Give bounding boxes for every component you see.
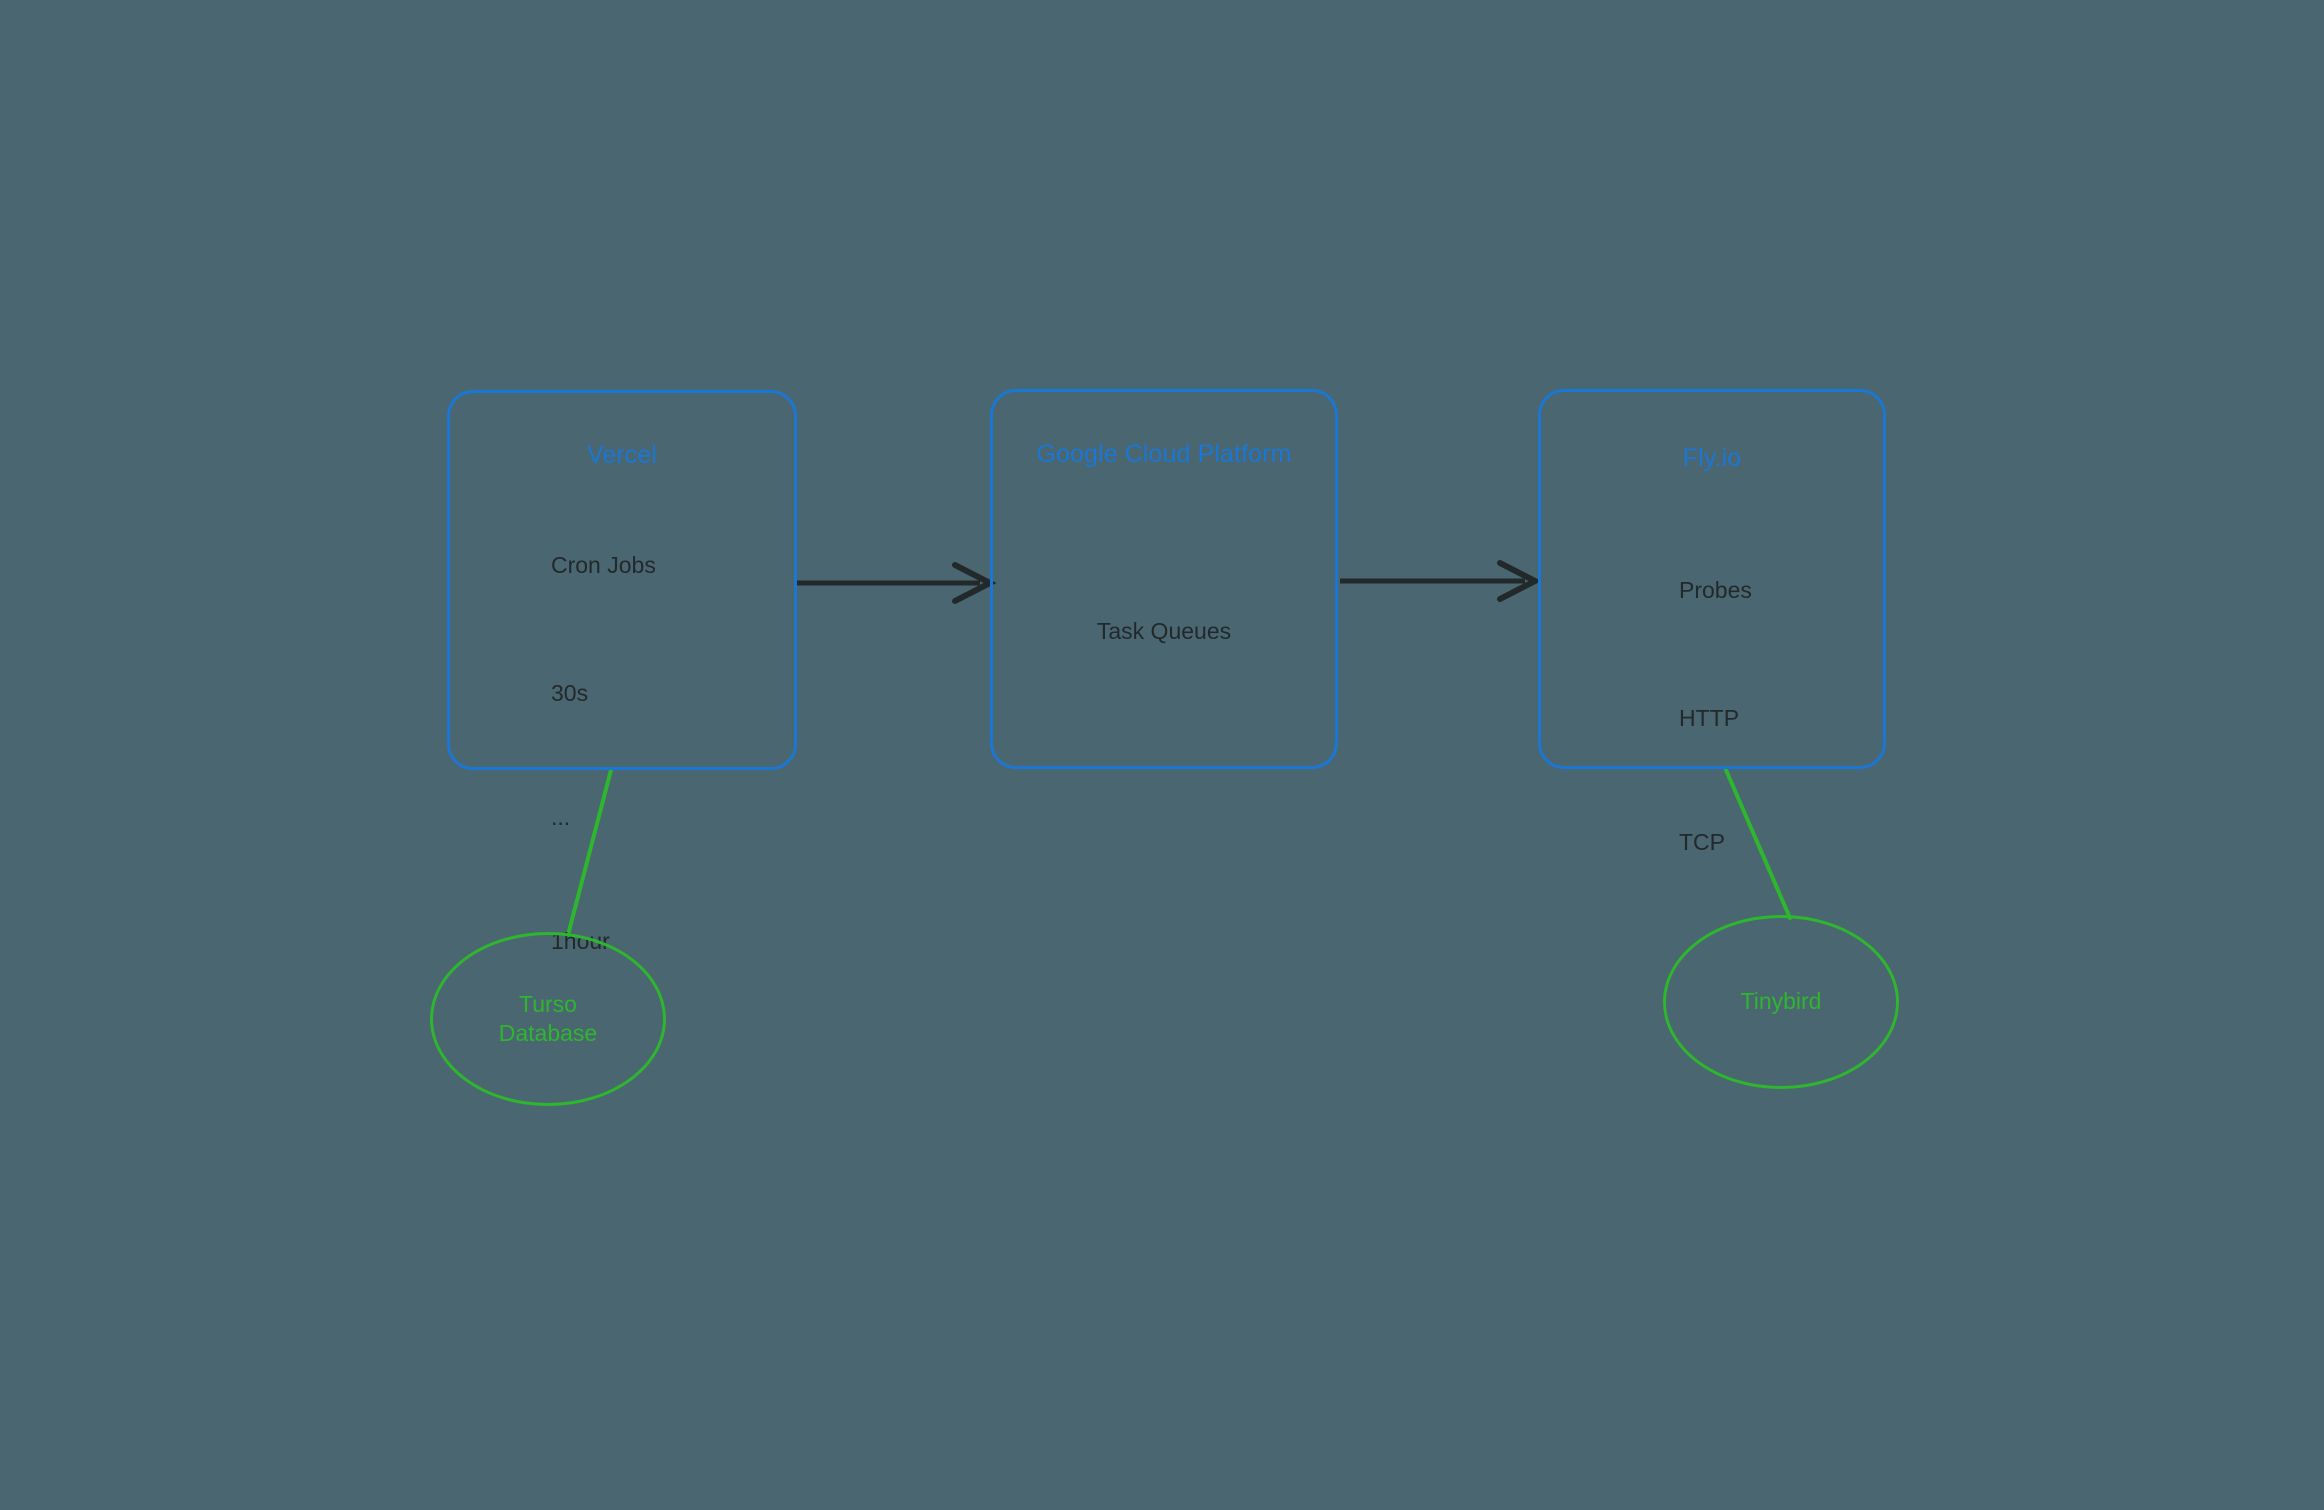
gcp-line-task-queues: Task Queues bbox=[1096, 618, 1232, 644]
service-node-flyio-title: Fly.io bbox=[1682, 444, 1742, 472]
vercel-line-30s: 30s bbox=[551, 680, 589, 706]
service-node-gcp-title: Google Cloud Platform bbox=[1036, 440, 1292, 468]
datastore-node-turso-label: Turso Database bbox=[498, 990, 598, 1046]
datastore-node-tinybird[interactable]: Tinybird bbox=[1663, 915, 1899, 1089]
datastore-node-turso[interactable]: Turso Database bbox=[430, 932, 666, 1106]
spacer bbox=[551, 623, 656, 636]
spacer bbox=[1679, 648, 1752, 661]
service-node-vercel-body: Cron Jobs 30s ... 1hour bbox=[551, 508, 656, 999]
flyio-line-probes: Probes bbox=[1679, 577, 1752, 603]
flyio-line-http: HTTP bbox=[1679, 705, 1740, 731]
spacer bbox=[1679, 776, 1752, 785]
service-node-vercel-title: Vercel bbox=[586, 441, 658, 469]
datastore-node-tinybird-label: Tinybird bbox=[1740, 988, 1822, 1015]
vercel-line-ellipsis: ... bbox=[551, 804, 571, 830]
vercel-line-cron-jobs: Cron Jobs bbox=[551, 552, 656, 578]
service-node-gcp[interactable]: Google Cloud Platform Task Queues bbox=[990, 389, 1338, 769]
flyio-line-tcp: TCP bbox=[1679, 829, 1725, 855]
edge-gcp-to-flyio bbox=[1340, 560, 1542, 602]
edge-vercel-to-gcp bbox=[795, 562, 997, 604]
service-node-flyio-body: Probes HTTP TCP bbox=[1679, 533, 1752, 900]
service-node-vercel[interactable]: Vercel Cron Jobs 30s ... 1hour bbox=[447, 390, 797, 953]
service-node-flyio[interactable]: Fly.io Probes HTTP TCP bbox=[1538, 389, 1886, 854]
spacer bbox=[551, 751, 656, 760]
service-node-gcp-body: Task Queues bbox=[993, 574, 1335, 689]
spacer bbox=[551, 875, 656, 884]
